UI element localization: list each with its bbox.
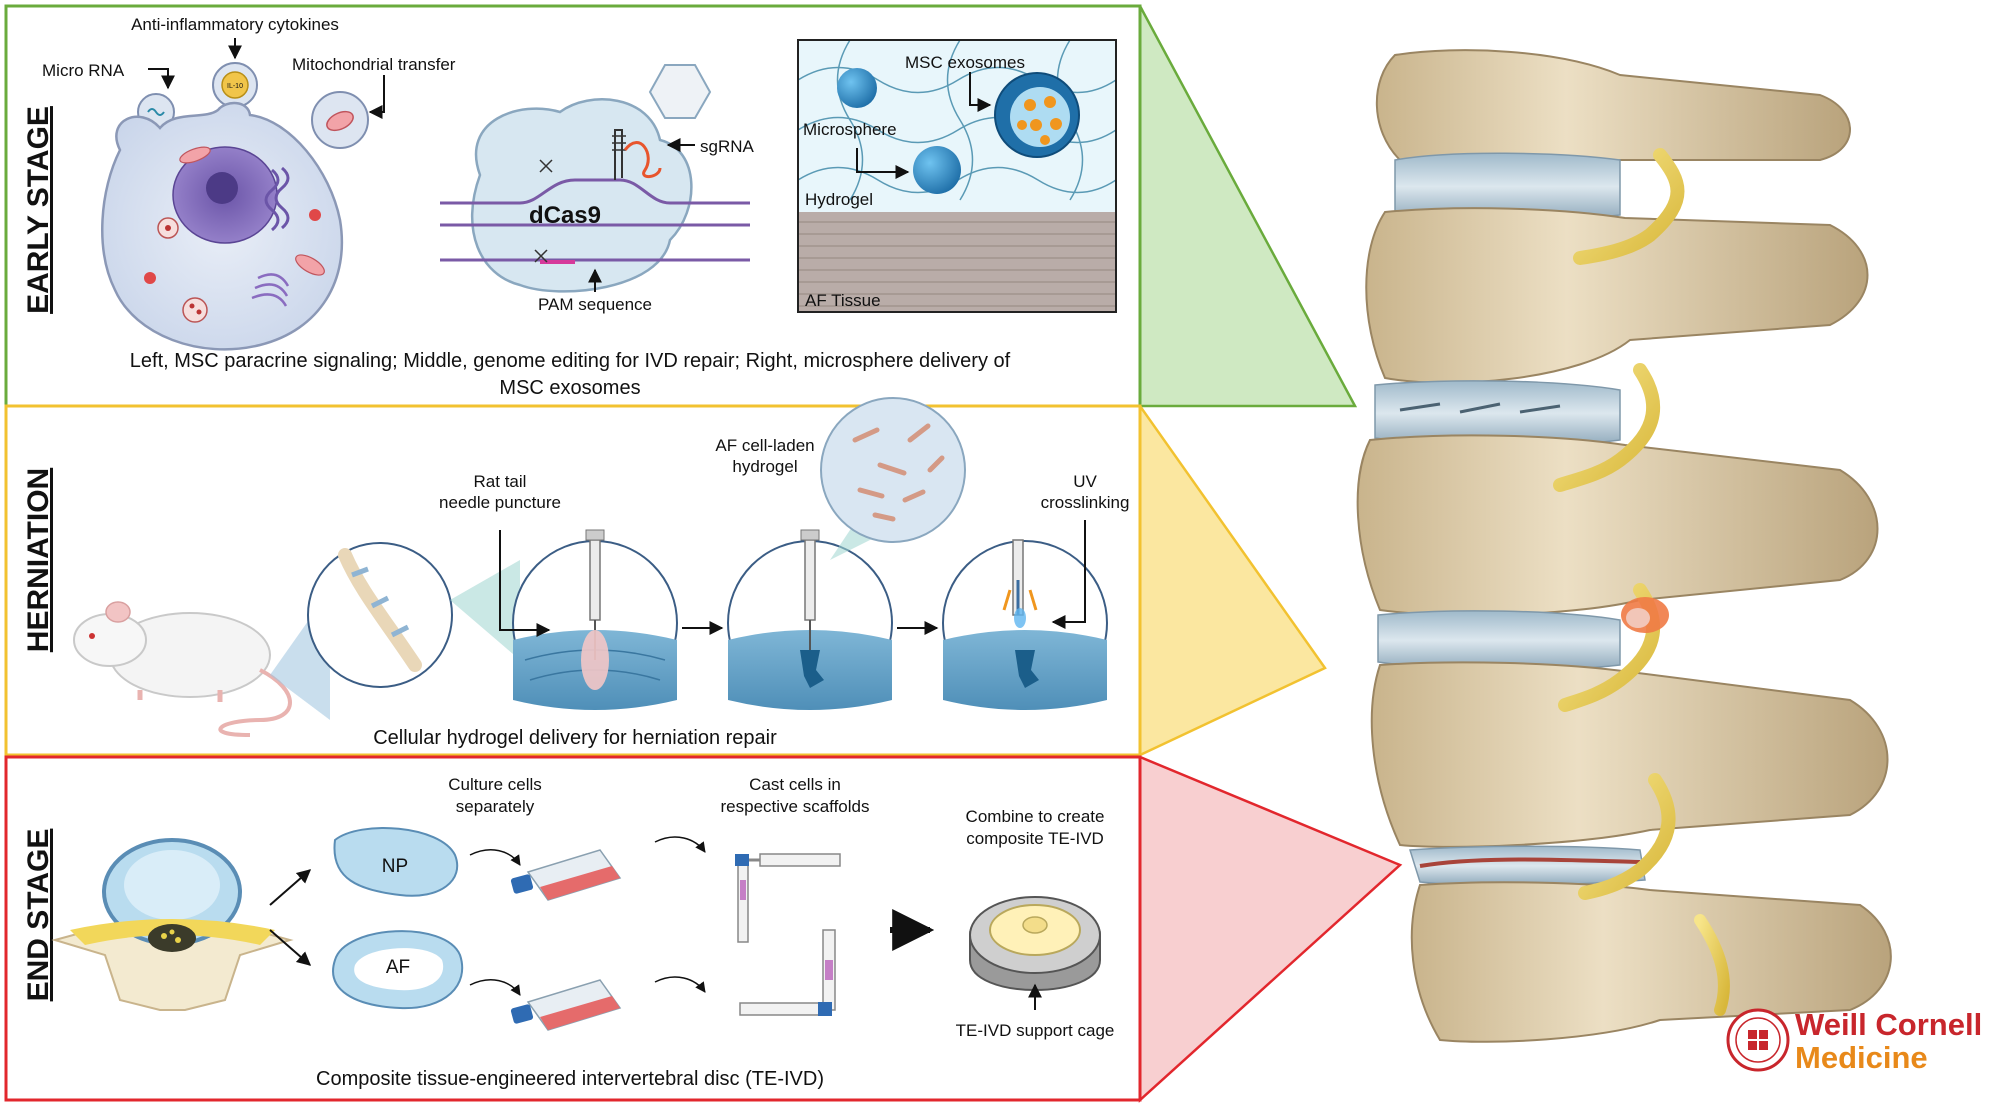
dcas9-label: dCas9: [529, 202, 601, 229]
culture-flask-af: [510, 979, 622, 1031]
cast-cells-label-1: Cast cells in: [749, 775, 841, 794]
microsphere: [913, 146, 961, 194]
micro-rna-label: Micro RNA: [42, 61, 125, 80]
end-stage-title: END STAGE: [22, 829, 55, 1002]
microsphere-label: Microsphere: [803, 120, 897, 139]
disc-3: [1377, 610, 1621, 671]
vertebra-cross-section: [51, 838, 294, 1011]
vertebra-4: [1370, 661, 1889, 848]
dcas9-illustration: [440, 64, 750, 293]
culture-cells-label-1: Culture cells: [448, 775, 542, 794]
uv-crosslinking-disc: [942, 539, 1108, 710]
early-stage-caption-line2: MSC exosomes: [499, 377, 640, 399]
hydrogel-label: Hydrogel: [805, 190, 873, 209]
vertebra-3: [1356, 434, 1879, 617]
support-cage-label: TE-IVD support cage: [956, 1021, 1115, 1040]
dna-strands: [440, 178, 750, 262]
mitochondrial-transfer-label: Mitochondrial transfer: [292, 55, 456, 74]
end-stage-caption: Composite tissue-engineered intervertebr…: [316, 1068, 824, 1090]
culture-cells-label-2: separately: [456, 797, 535, 816]
te-ivd-composite: [969, 896, 1101, 991]
herniation-title: HERNIATION: [22, 468, 55, 652]
pam-sequence-label: PAM sequence: [538, 295, 652, 314]
combine-label-1: Combine to create: [966, 807, 1105, 826]
logo-line2: Medicine: [1795, 1040, 1928, 1075]
np-label: NP: [382, 856, 408, 877]
il10-label: IL-10: [227, 83, 243, 90]
hexagon-molecule: [648, 64, 712, 119]
dcas9-protein: [471, 98, 693, 293]
sgrna-label: sgRNA: [700, 137, 755, 156]
nerve-root-4: [1578, 773, 1676, 900]
syringe-scaffold-np: [735, 853, 841, 943]
af-hydrogel-label-2: hydrogel: [732, 457, 797, 476]
nerve-root-2: [1553, 363, 1660, 492]
herniation-panel: [4, 404, 1142, 757]
herniation-triangle: [1138, 402, 1327, 757]
sgrna-strand: [623, 141, 662, 178]
af-tissue-layer: [798, 212, 1116, 312]
microsphere-small: [837, 68, 877, 108]
vertebra-1: [1375, 49, 1851, 173]
syringe-scaffold-af: [739, 929, 836, 1016]
early-stage-title: EARLY STAGE: [22, 106, 55, 314]
rat-tail-zoom: [307, 542, 520, 688]
end-stage-triangle: [1138, 755, 1403, 1103]
uv-crosslinking-label-2: crosslinking: [1041, 493, 1130, 512]
af-ring-shape: [332, 930, 464, 1010]
cast-cells-label-2: respective scaffolds: [721, 797, 870, 816]
vertebra-2: [1365, 207, 1869, 384]
end-stage-panel: [4, 755, 1142, 1102]
early-stage-triangle: [1138, 5, 1358, 408]
np-shape: [333, 827, 458, 897]
vertebra-5: [1410, 881, 1892, 1043]
early-stage-caption-line1: Left, MSC paracrine signaling; Middle, g…: [130, 350, 1011, 372]
needle-puncture-disc: [512, 529, 678, 710]
anti-inflammatory-label: Anti-inflammatory cytokines: [131, 15, 339, 34]
af-label: AF: [386, 957, 410, 978]
microsphere-delivery-illustration: [797, 39, 1117, 313]
logo-line1: Weill Cornell: [1795, 1007, 1982, 1042]
herniation-caption: Cellular hydrogel delivery for herniatio…: [373, 727, 777, 749]
nerve-root-1: [1573, 148, 1685, 265]
msc-exosomes-label: MSC exosomes: [905, 53, 1025, 72]
combine-label-2: composite TE-IVD: [966, 829, 1104, 848]
af-hydrogel-label-1: AF cell-laden: [715, 436, 814, 455]
rat-illustration: [73, 590, 330, 737]
msc-cell-illustration: IL-10: [101, 38, 385, 351]
af-tissue-label: AF Tissue: [805, 291, 881, 310]
culture-flask-np: [510, 849, 622, 901]
uv-crosslinking-label-1: UV: [1073, 472, 1097, 491]
weill-cornell-logo: [1726, 1008, 1790, 1072]
cell-laden-hydrogel-zoom: [820, 397, 966, 543]
needle-puncture-label-2: needle puncture: [439, 493, 561, 512]
spine-illustration: [1356, 49, 1892, 1043]
needle-puncture-label-1: Rat tail: [474, 472, 527, 491]
